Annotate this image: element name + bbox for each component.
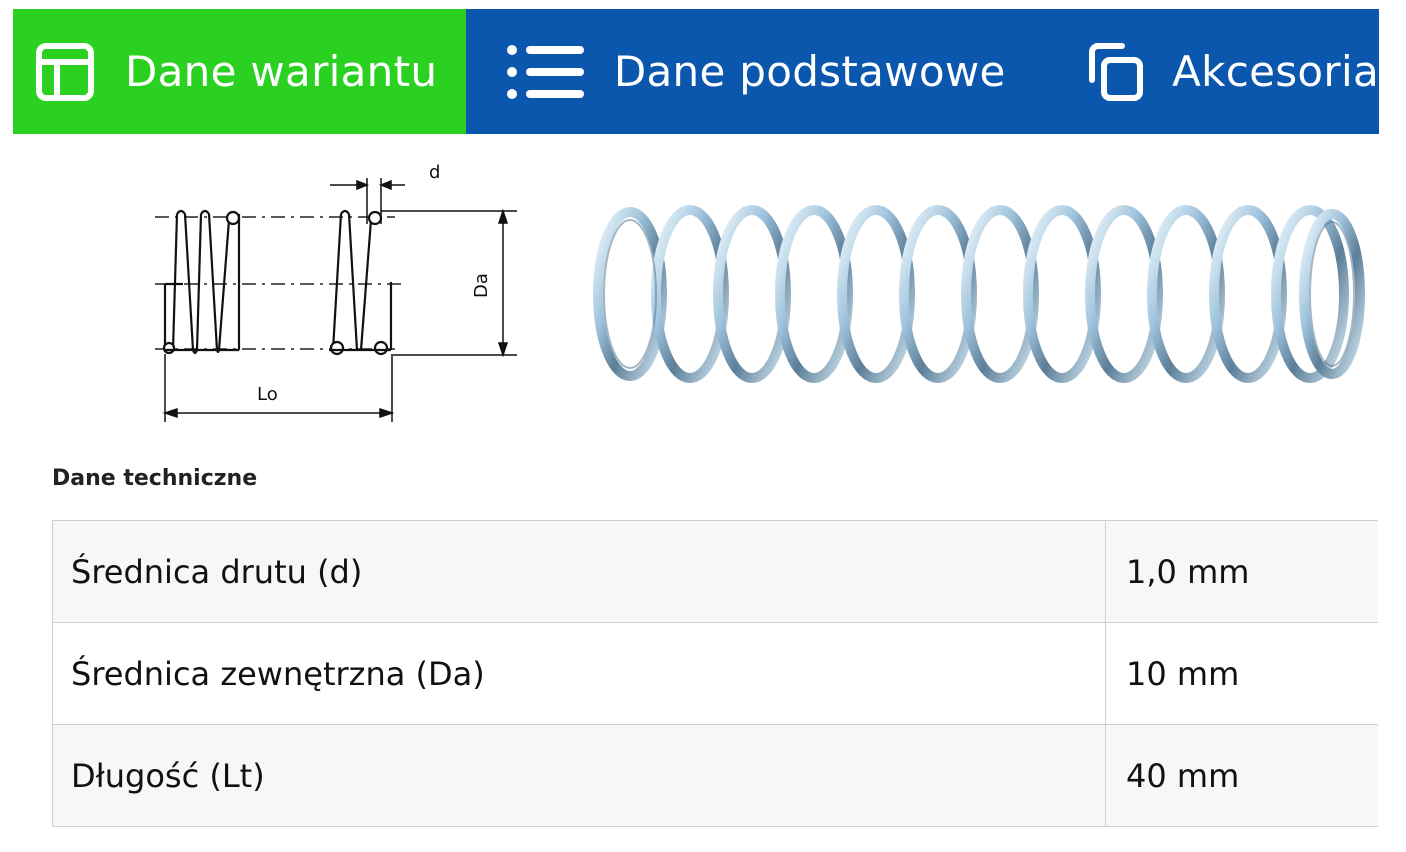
table-row: Długość (Lt) 40 mm <box>52 724 1378 827</box>
tab-bar: Dane wariantu Dane podstawowe Akcesoria <box>13 9 1379 134</box>
spec-value: 1,0 mm <box>1105 520 1378 623</box>
da-label: Da <box>471 273 492 298</box>
table-row: Średnica drutu (d) 1,0 mm <box>52 520 1378 623</box>
layout-icon <box>35 42 95 102</box>
spring-technical-drawing: d Da Lo <box>155 162 517 422</box>
d-label: d <box>429 162 440 183</box>
tab-dane-podstawowe[interactable]: Dane podstawowe <box>465 9 1075 134</box>
lo-label: Lo <box>257 384 278 405</box>
spec-name: Długość (Lt) <box>52 724 1106 827</box>
spec-table: Średnica drutu (d) 1,0 mm Średnica zewnę… <box>52 520 1378 827</box>
spec-name: Średnica zewnętrzna (Da) <box>52 622 1106 725</box>
section-title: Dane techniczne <box>52 466 258 491</box>
spec-name: Średnica drutu (d) <box>52 520 1106 623</box>
spec-value: 40 mm <box>1105 724 1378 827</box>
tab-label: Akcesoria <box>1172 47 1379 96</box>
tab-label: Dane wariantu <box>125 47 438 96</box>
tab-dane-wariantu[interactable]: Dane wariantu <box>13 9 466 134</box>
tab-akcesoria[interactable]: Akcesoria <box>1074 9 1379 134</box>
tab-label: Dane podstawowe <box>613 47 1006 96</box>
copy-icon <box>1084 42 1144 102</box>
spring-photo <box>593 205 1365 383</box>
spec-value: 10 mm <box>1105 622 1378 725</box>
list-icon <box>506 42 586 102</box>
product-figures: d Da Lo <box>0 134 1406 454</box>
table-row: Średnica zewnętrzna (Da) 10 mm <box>52 622 1378 725</box>
